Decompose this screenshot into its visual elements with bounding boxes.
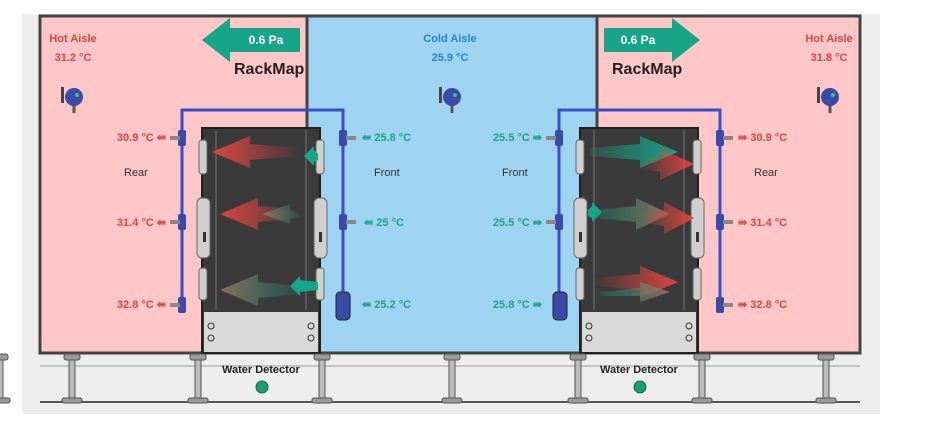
- left-rackmap-label: RackMap: [234, 61, 305, 78]
- right-hot-aisle-temp: 31.8 °C: [810, 52, 848, 64]
- left-rear-temp-bottom: 32.8 °C ⇚: [116, 299, 166, 311]
- right-rear-temp-top: ⇛ 30.9 °C: [738, 132, 788, 144]
- left-hot-aisle-title: Hot Aisle: [49, 33, 97, 45]
- cold-aisle-temp: 25.9 °C: [431, 52, 469, 64]
- right-water-detector-indicator: [633, 380, 647, 394]
- left-water-detector-indicator: [255, 380, 269, 394]
- left-front-probes: [339, 130, 356, 230]
- cold-aisle-title: Cold Aisle: [423, 33, 477, 45]
- right-front-temp-bottom: 25.8 °C ⇛: [492, 299, 542, 311]
- left-rear-temp-top: 30.9 °C ⇚: [116, 132, 166, 144]
- right-rear-label: Rear: [754, 167, 778, 179]
- right-front-temp-middle: 25.5 °C ⇛: [492, 217, 542, 229]
- left-rack: [196, 127, 351, 354]
- right-rackmap-label: RackMap: [612, 61, 683, 78]
- left-front-temp-middle: ⇚ 25 °C: [364, 217, 404, 229]
- left-front-label: Front: [374, 167, 400, 179]
- left-pressure-arrow: [202, 18, 300, 62]
- right-rear-temp-middle: ⇛ 31.4 °C: [738, 217, 788, 229]
- raised-floor: [0, 353, 860, 404]
- left-front-temp-bottom: ⇚ 25.2 °C: [362, 299, 412, 311]
- right-front-probes: [546, 130, 563, 230]
- right-rear-temp-bottom: ⇛ 32.8 °C: [738, 299, 788, 311]
- left-hot-aisle-temp: 31.2 °C: [54, 52, 92, 64]
- right-water-detector-label: Water Detector: [600, 364, 678, 376]
- left-rear-probes: [170, 130, 186, 313]
- right-hot-aisle-title: Hot Aisle: [805, 33, 853, 45]
- right-pressure-arrow: [604, 18, 700, 62]
- right-front-label: Front: [502, 167, 528, 179]
- left-pressure-value: 0.6 Pa: [248, 33, 284, 47]
- cold-aisle: [305, 14, 599, 355]
- left-rear-temp-middle: 31.4 °C ⇚: [116, 217, 166, 229]
- left-rear-label: Rear: [124, 167, 148, 179]
- left-water-detector-label: Water Detector: [222, 364, 300, 376]
- right-pressure-value: 0.6 Pa: [620, 33, 656, 47]
- left-front-temp-top: ⇚ 25.8 °C: [362, 132, 412, 144]
- right-front-temp-top: 25.5 °C ⇛: [492, 132, 542, 144]
- right-rack: [552, 127, 705, 354]
- right-rear-probes: [716, 130, 733, 313]
